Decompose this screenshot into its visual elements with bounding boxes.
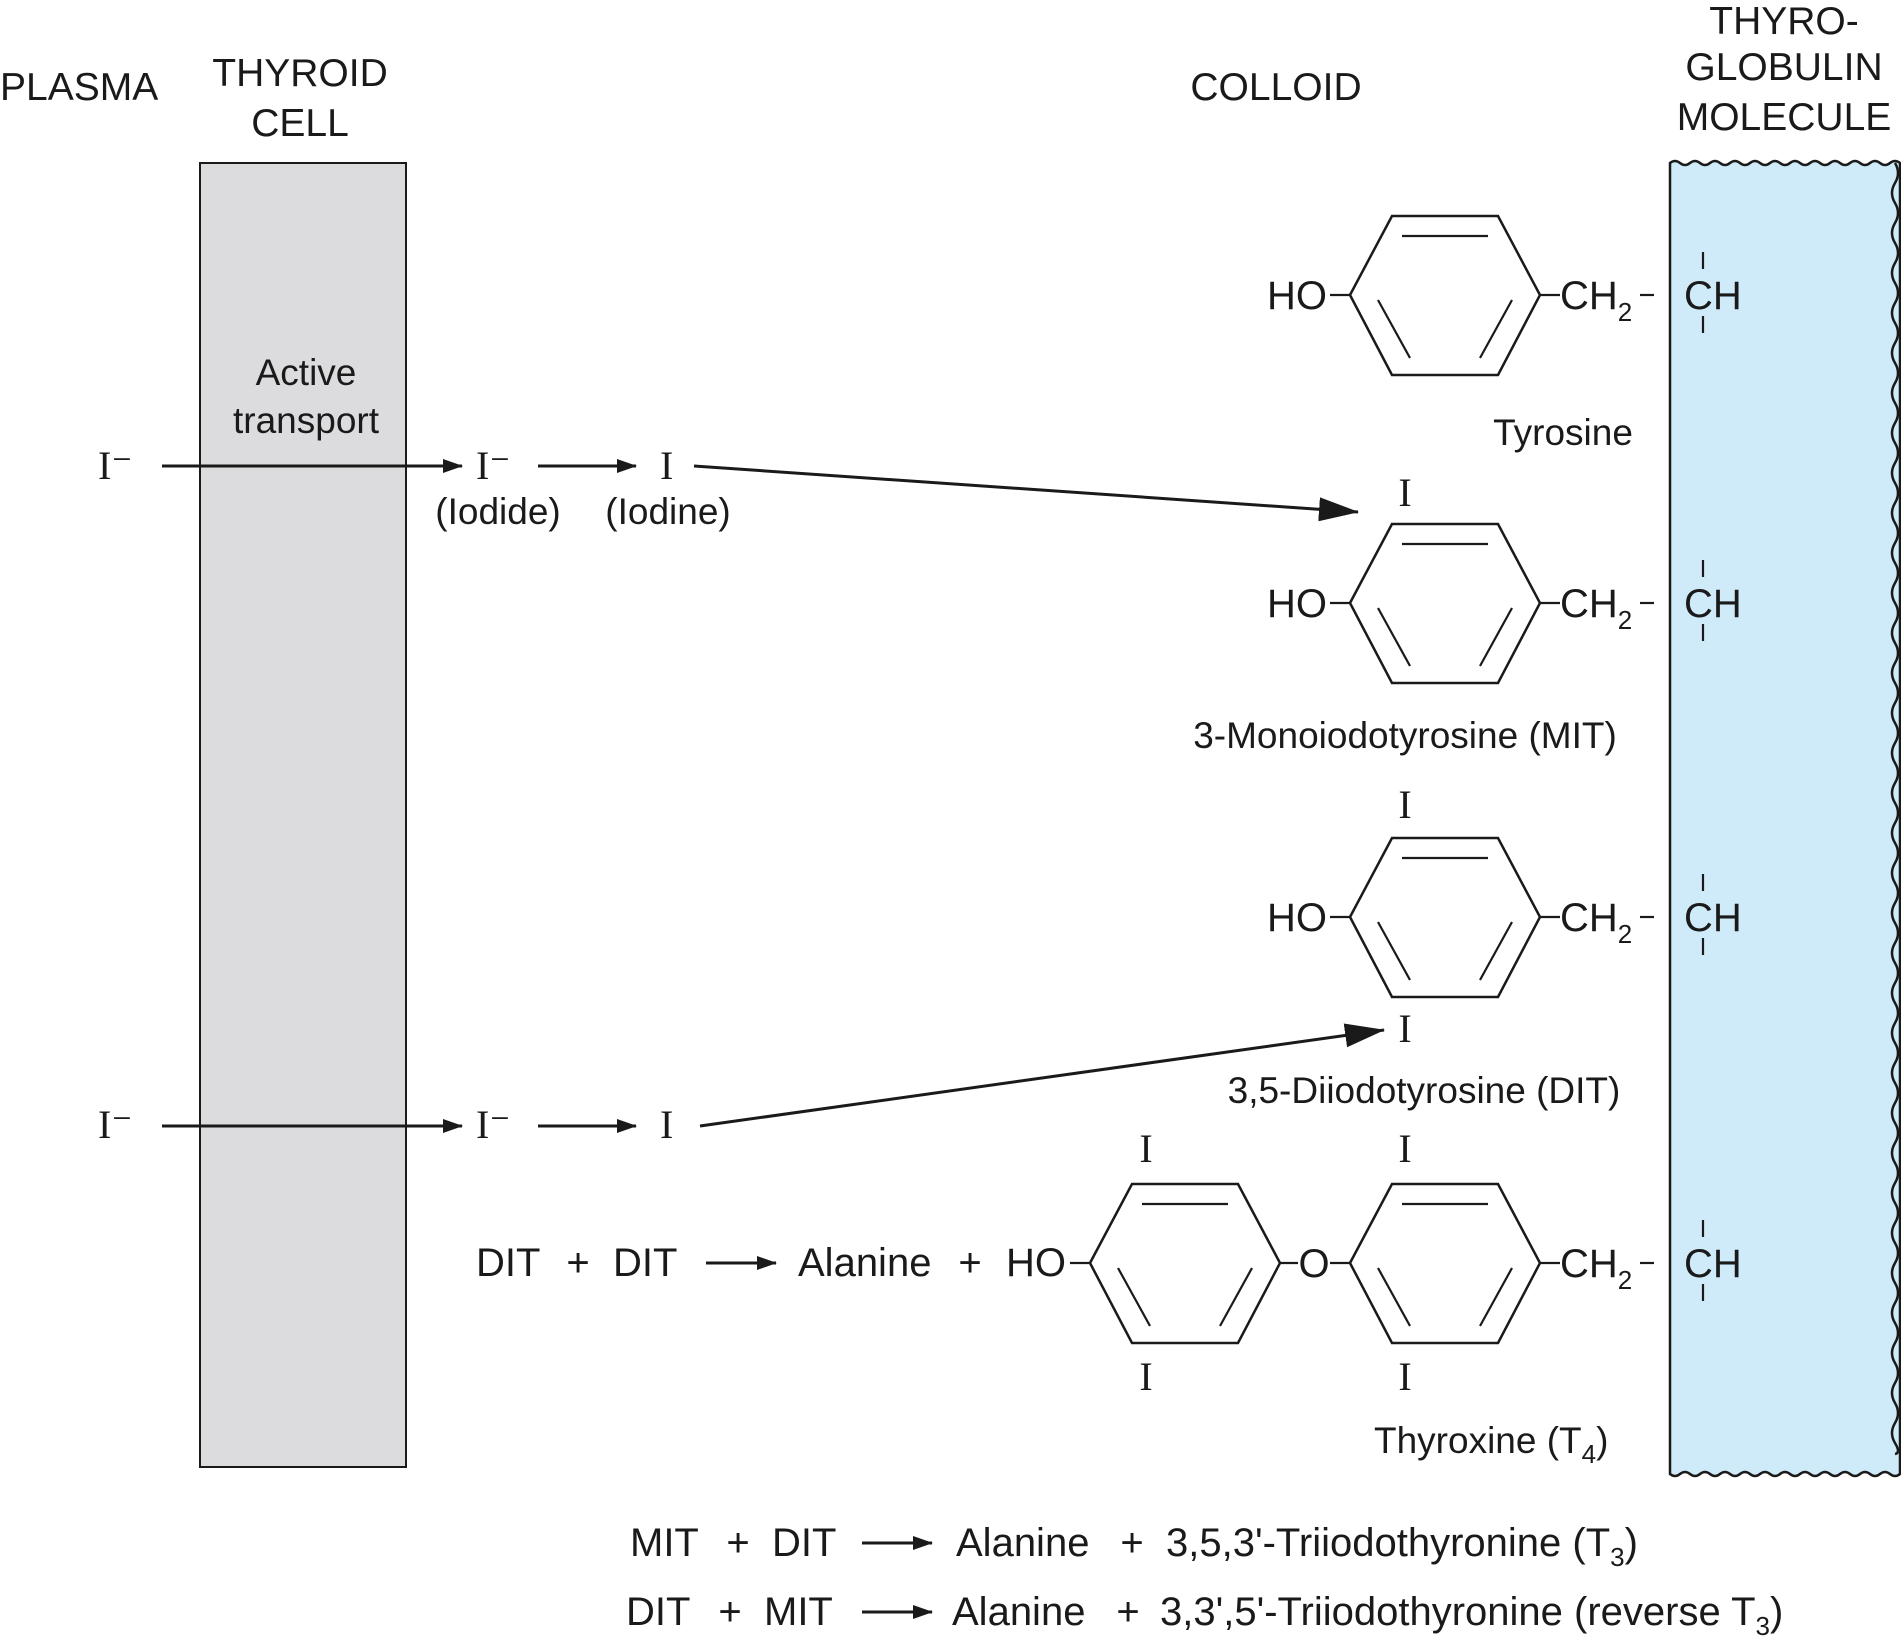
- t4-iodine-right-top: I: [1398, 1126, 1411, 1171]
- t3-result-sub: 3: [1610, 1542, 1624, 1572]
- t3-product-alanine: Alanine: [956, 1521, 1089, 1565]
- t3-reactant-b: DIT: [772, 1521, 836, 1565]
- thyroglobulin-header-line3: MOLECULE: [1677, 96, 1892, 139]
- rt3-result-sub: 3: [1756, 1611, 1770, 1640]
- t4-name-sub: 4: [1582, 1439, 1596, 1469]
- iodine-bottom: I: [660, 1102, 673, 1147]
- tyrosine-structure: HO CH2 CH: [1267, 214, 1742, 377]
- mit-ch: CH: [1684, 582, 1742, 626]
- dit-iodine-bottom: I: [1398, 1006, 1411, 1051]
- dit-benzene-ring: [1348, 836, 1542, 999]
- t3-reactant-a: MIT: [630, 1521, 699, 1565]
- plasma-header: PLASMA: [0, 66, 158, 109]
- t4-iodine-left-top: I: [1139, 1126, 1152, 1171]
- dit-ch2: CH: [1560, 896, 1618, 940]
- t4-ether-oxygen: O: [1298, 1242, 1329, 1286]
- thyroglobulin-right-edge: [1890, 162, 1900, 1456]
- rt3-reactant-b: MIT: [764, 1590, 833, 1634]
- svg-text:CH2: CH2: [1560, 896, 1632, 949]
- iodination-arrow-dit: [699, 1023, 1385, 1128]
- svg-text:CH2: CH2: [1560, 1242, 1632, 1295]
- mit-ch2: CH: [1560, 582, 1618, 626]
- mit-ho: HO: [1267, 582, 1327, 626]
- t4-ch2: CH: [1560, 1242, 1618, 1286]
- tyrosine-ho: HO: [1267, 274, 1327, 318]
- active-transport-label-line1: Active: [256, 352, 357, 393]
- t4-iodine-left-bottom: I: [1139, 1354, 1152, 1399]
- thyroglobulin-header-line2: GLOBULIN: [1685, 46, 1882, 89]
- t4-plus-2: +: [958, 1241, 981, 1285]
- svg-text:3,5,3'-Triiodothyronine (T3): 3,5,3'-Triiodothyronine (T3): [1166, 1521, 1638, 1572]
- svg-text:3,3',5'-Triiodothyronine (reve: 3,3',5'-Triiodothyronine (reverse T3): [1160, 1590, 1783, 1640]
- rt3-result-end: ): [1770, 1590, 1783, 1634]
- t4-name-end: ): [1596, 1420, 1608, 1461]
- iodide-label: (Iodide): [435, 491, 560, 532]
- t3-result: 3,5,3'-Triiodothyronine (T: [1166, 1521, 1610, 1565]
- dit-ho: HO: [1267, 896, 1327, 940]
- t4-left-benzene-ring: [1088, 1182, 1282, 1345]
- t3-plus-1: +: [726, 1521, 749, 1565]
- t4-reactant-a: DIT: [476, 1241, 540, 1285]
- t4-iodine-right-bottom: I: [1398, 1354, 1411, 1399]
- iodine-top: I: [660, 443, 673, 488]
- dit-structure: I HO CH2 CH I: [1267, 782, 1742, 1051]
- t3-plus-2: +: [1120, 1521, 1143, 1565]
- svg-text:Thyroxine (T4): Thyroxine (T4): [1374, 1420, 1608, 1469]
- colloid-header: COLLOID: [1190, 66, 1361, 109]
- iodination-arrow-mit: [693, 464, 1359, 522]
- mit-ch2-sub: 2: [1618, 605, 1632, 635]
- rt3-plus-2: +: [1116, 1590, 1139, 1634]
- rt3-reactant-a: DIT: [626, 1590, 690, 1634]
- t3-result-end: ): [1625, 1521, 1638, 1565]
- tyrosine-ch: CH: [1684, 274, 1742, 318]
- mit-benzene-ring: [1348, 522, 1542, 685]
- thyroid-cell-column: [199, 162, 407, 1468]
- thyroglobulin-header-line1: THYRO-: [1709, 0, 1859, 43]
- dit-ch: CH: [1684, 896, 1742, 940]
- tyrosine-ch2-sub: 2: [1618, 297, 1632, 327]
- t4-product-alanine: Alanine: [798, 1241, 931, 1285]
- rt3-plus-1: +: [718, 1590, 741, 1634]
- t4-reactant-b: DIT: [613, 1241, 677, 1285]
- mit-name: 3-Monoiodotyrosine (MIT): [1193, 715, 1617, 756]
- dit-iodine-top: I: [1398, 782, 1411, 827]
- dit-name: 3,5-Diiodotyrosine (DIT): [1228, 1070, 1621, 1111]
- t4-name: Thyroxine (T: [1374, 1420, 1582, 1461]
- rt3-product-alanine: Alanine: [952, 1590, 1085, 1634]
- tyrosine-benzene-ring: [1348, 214, 1542, 377]
- thyroid-cell-header-line1: THYROID: [212, 52, 388, 95]
- svg-text:CH2: CH2: [1560, 274, 1632, 327]
- iodide-plasma-bottom: I⁻: [98, 1102, 132, 1147]
- mit-iodine-top: I: [1398, 470, 1411, 515]
- thyroxine-structure: HO I I O I I CH2 CH: [1006, 1126, 1742, 1399]
- rt3-result: 3,3',5'-Triiodothyronine (reverse T: [1160, 1590, 1756, 1634]
- t4-ch: CH: [1684, 1242, 1742, 1286]
- tyrosine-ch2: CH: [1560, 274, 1618, 318]
- tyrosine-name: Tyrosine: [1493, 412, 1633, 453]
- mit-structure: I HO CH2 CH: [1267, 470, 1742, 685]
- t4-plus-1: +: [566, 1241, 589, 1285]
- thyroid-cell-header-line2: CELL: [251, 102, 349, 145]
- active-transport-label-line2: transport: [233, 400, 380, 441]
- iodide-plasma-top: I⁻: [98, 443, 132, 488]
- iodide-cell-bottom: I⁻: [476, 1102, 510, 1147]
- iodine-label: (Iodine): [605, 491, 730, 532]
- t4-ch2-sub: 2: [1618, 1265, 1632, 1295]
- iodide-cell-top: I⁻: [476, 443, 510, 488]
- t4-right-benzene-ring: [1348, 1182, 1542, 1345]
- thyroglobulin-molecule-column: [1668, 159, 1901, 1478]
- dit-ch2-sub: 2: [1618, 919, 1632, 949]
- t4-ho: HO: [1006, 1241, 1066, 1285]
- svg-text:CH2: CH2: [1560, 582, 1632, 635]
